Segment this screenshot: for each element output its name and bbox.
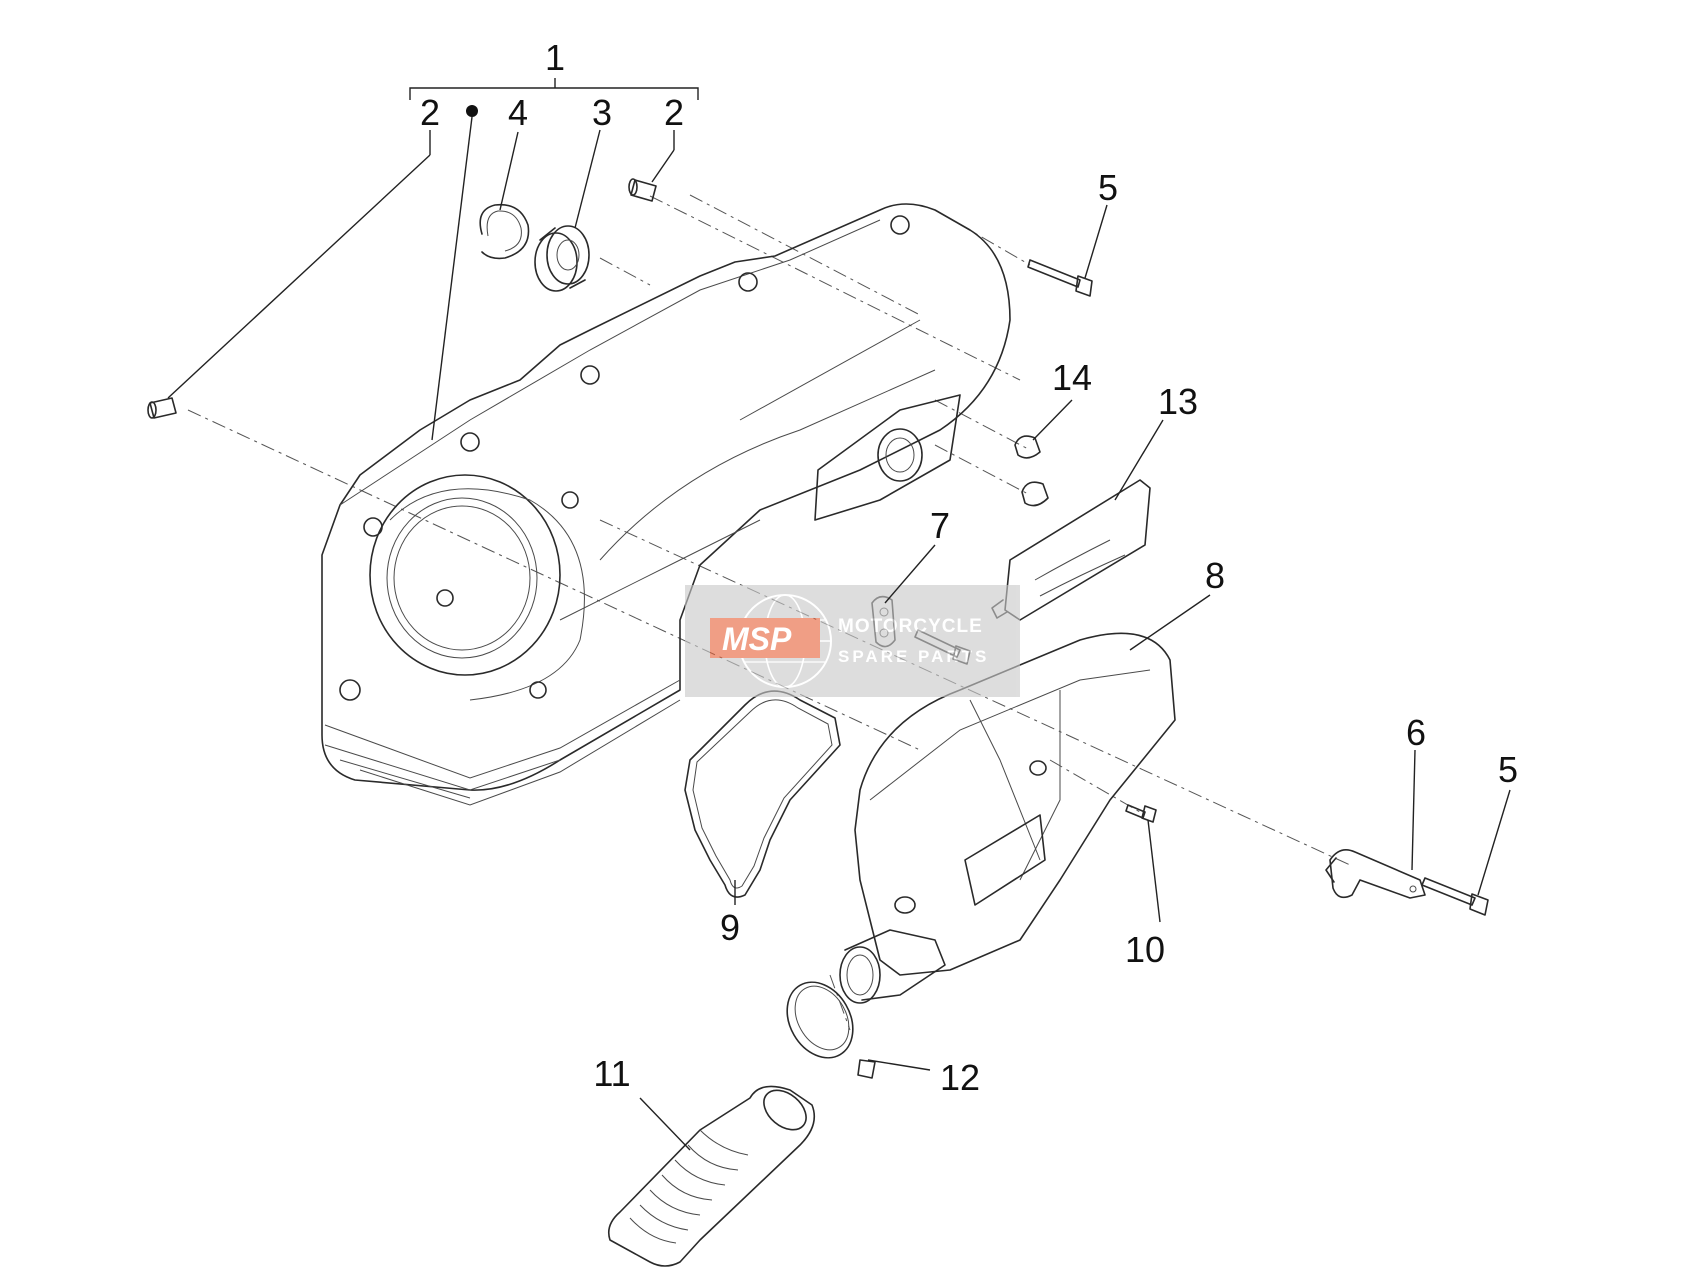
watermark-line2: SPARE PARTS [838, 647, 989, 666]
label-5-lower: 5 [1498, 749, 1518, 790]
assembly-dot-icon [466, 105, 478, 117]
small-screw [1125, 804, 1157, 823]
group-bracket [409, 78, 699, 117]
label-11: 11 [593, 1053, 630, 1094]
watermark: MSP MOTORCYCLE SPARE PARTS [685, 585, 1020, 697]
label-2-right: 2 [664, 92, 684, 133]
label-10: 10 [1125, 929, 1165, 970]
label-12: 12 [940, 1057, 980, 1098]
grommet-upper [1014, 435, 1041, 459]
label-7: 7 [930, 505, 950, 546]
clip-bracket [1325, 849, 1426, 899]
label-14: 14 [1052, 357, 1092, 398]
callout-labels: 1 2 4 3 2 5 14 13 7 8 6 5 9 10 11 12 [420, 37, 1518, 1098]
label-6: 6 [1406, 712, 1426, 753]
label-5-upper: 5 [1098, 167, 1118, 208]
leader-lines [167, 116, 1511, 1151]
dowel-pin-right [628, 178, 657, 202]
label-3: 3 [592, 92, 612, 133]
label-1: 1 [545, 37, 565, 78]
intake-housing [839, 632, 1176, 1004]
screw-upper [1027, 259, 1093, 297]
label-4: 4 [508, 92, 528, 133]
msp-logo-badge [710, 618, 820, 658]
intake-duct [607, 1085, 816, 1267]
watermark-logo-text: MSP [722, 621, 792, 657]
screw-lower [1421, 877, 1489, 916]
dowel-pin-left [147, 397, 177, 419]
label-9: 9 [720, 907, 740, 948]
hose-clamp [786, 981, 876, 1079]
label-8: 8 [1205, 555, 1225, 596]
watermark-line1: MOTORCYCLE [838, 616, 983, 637]
circlip [479, 203, 530, 260]
transmission-cover [321, 203, 1011, 806]
bearing [534, 225, 590, 292]
label-13: 13 [1158, 381, 1198, 422]
gasket [684, 690, 841, 898]
grommet-lower [1021, 481, 1049, 507]
label-2-left: 2 [420, 92, 440, 133]
